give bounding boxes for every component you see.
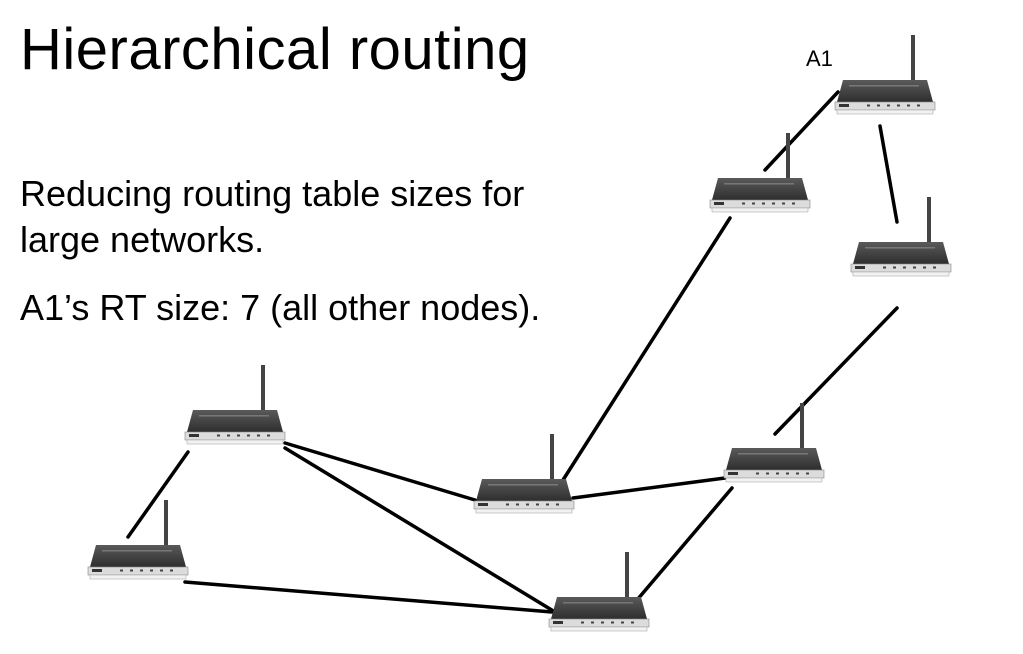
bullet-line-1: Reducing routing table sizes for [20,173,525,214]
link-router5-router6 [571,476,727,500]
bullet-line-3: A1’s RT size: 7 (all other nodes). [20,287,541,328]
router-2 [709,132,811,213]
link-router2-router5 [561,216,732,482]
link-a1-router3 [878,124,899,224]
link-router3-router6 [773,306,899,436]
slide-title: Hierarchical routing [20,17,530,82]
link-router7-router8 [183,580,554,614]
link-router6-router8 [635,486,734,602]
link-router4-router7 [126,450,190,539]
link-a1-router2 [763,90,840,172]
router-5 [473,433,575,514]
router-3 [850,196,952,277]
bullet-line-2: large networks. [20,219,265,260]
node-label-a1: A1 [806,46,833,71]
router-4 [184,364,286,445]
router-6 [723,402,825,483]
router-a1 [834,34,936,115]
router-8 [548,551,650,632]
router-7 [87,499,189,580]
link-router4-router8 [283,446,557,614]
link-router4-router5 [283,441,477,502]
